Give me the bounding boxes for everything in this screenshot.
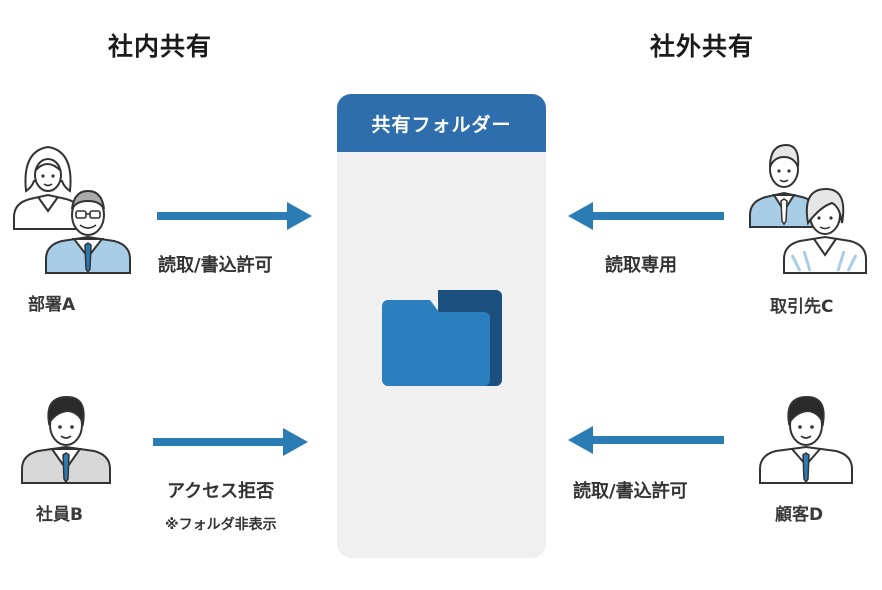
external-share-title: 社外共有 (650, 32, 755, 61)
permission-label-group-a: 読取/書込許可 (158, 255, 273, 276)
customer-avatar-icon (759, 395, 853, 484)
permission-label-partner-c: 読取専用 (605, 255, 677, 276)
folder-icon (382, 290, 502, 386)
arrow-left-icon (568, 426, 724, 454)
employee-b-name: 社員B (36, 505, 83, 525)
permission-label-employee-b: アクセス拒否 (167, 481, 275, 502)
shared-folder-panel: 共有フォルダー (337, 94, 546, 558)
group-a-name: 部署A (28, 295, 76, 315)
elderly-man-avatar-icon (45, 189, 131, 274)
internal-share-title: 社内共有 (108, 32, 213, 61)
partner-c-name: 取引先C (770, 297, 834, 317)
arrow-left-icon (568, 202, 724, 230)
partner-man-avatar-icon (749, 143, 819, 228)
arrow-right-icon (157, 202, 312, 230)
shared-folder-title: 共有フォルダー (337, 94, 546, 152)
customer-d-name: 顧客D (775, 505, 824, 525)
partner-woman-avatar-icon (783, 187, 867, 274)
permission-label-customer-d: 読取/書込許可 (573, 481, 688, 502)
employee-avatar-icon (21, 395, 111, 484)
folder-hidden-note: ※フォルダ非表示 (165, 517, 277, 533)
arrow-right-icon (153, 428, 308, 456)
